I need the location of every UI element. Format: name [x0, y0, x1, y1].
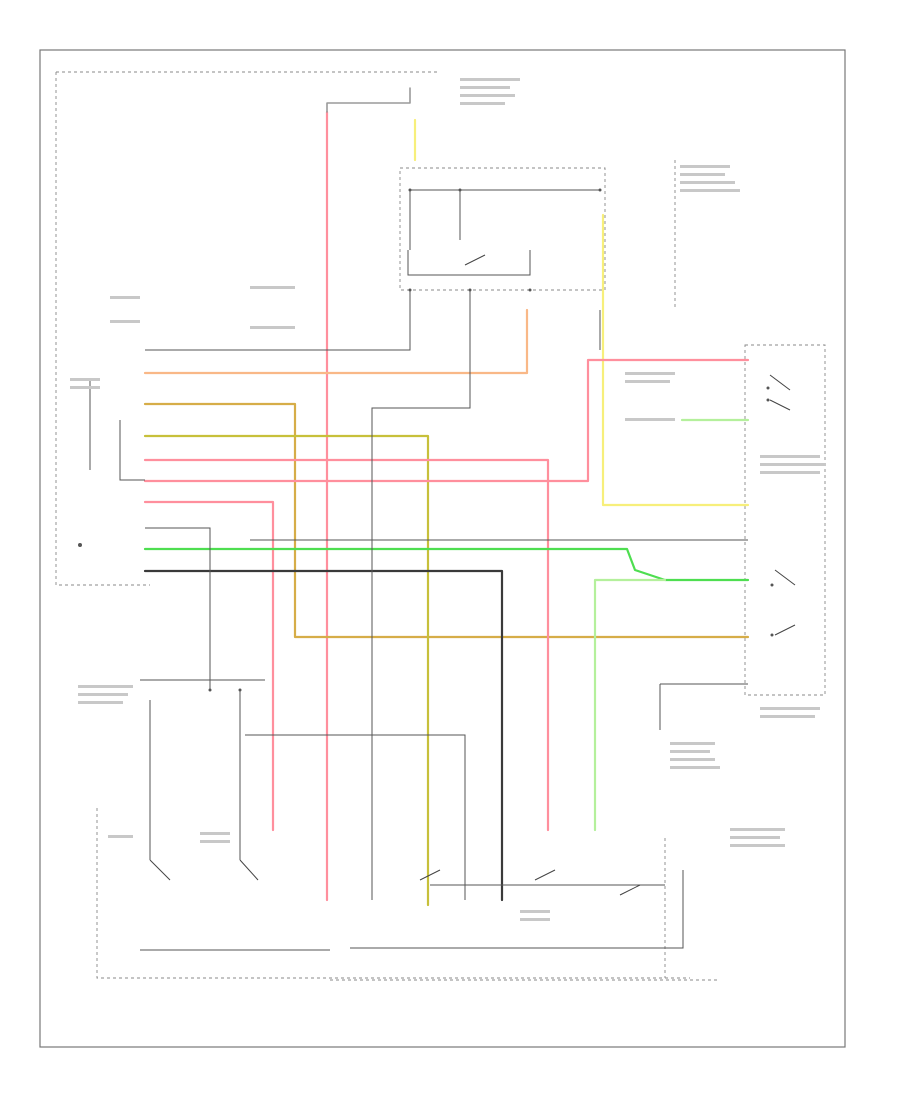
label-block [680, 189, 740, 192]
label-block [250, 286, 295, 289]
label-block [200, 832, 230, 835]
label-block [680, 173, 725, 176]
wire-grey-top [326, 87, 411, 113]
label-block [460, 86, 510, 89]
label-block [625, 372, 675, 375]
wire-yellow-vertical [601, 213, 750, 507]
pin [598, 188, 602, 192]
relay-contact-low [774, 569, 796, 586]
label-block [70, 386, 100, 389]
wire-orange [143, 308, 529, 375]
pin [238, 688, 242, 692]
label-block [78, 693, 128, 696]
switch-contacts [149, 254, 796, 896]
lower-mid-grey [245, 734, 466, 900]
thin-lines [89, 189, 748, 951]
pin [770, 583, 774, 587]
switch-contact-3 [419, 869, 441, 881]
label-block [760, 463, 825, 466]
pin [528, 288, 532, 292]
relay-contact-mid [769, 399, 791, 411]
label-block [670, 766, 720, 769]
left-module-connector [119, 420, 145, 481]
label-block [760, 455, 820, 458]
grey-wire-mid [371, 290, 471, 900]
label-block [110, 320, 140, 323]
label-block [108, 835, 133, 838]
junction-switch [464, 254, 486, 266]
pin [408, 188, 412, 192]
label-block [78, 701, 123, 704]
label-block [730, 828, 785, 831]
label-block [200, 840, 230, 843]
pin [208, 688, 212, 692]
wire-olive [143, 434, 430, 907]
label-block [625, 418, 675, 421]
relay-contact-bottom [774, 624, 796, 636]
ground-bar-right [350, 870, 684, 949]
label-block [730, 844, 785, 847]
wire-red-branch [143, 500, 275, 832]
relay-contact-top [769, 374, 791, 391]
switch-contact-4 [534, 869, 556, 881]
wire-green [143, 547, 750, 582]
label-block [250, 326, 295, 329]
relay-box-boundary [744, 344, 826, 696]
wire-light-green-lower [593, 578, 667, 832]
pin [78, 543, 82, 547]
label-block [520, 918, 550, 921]
dashed-boundaries [55, 71, 826, 981]
illegible-labels [70, 78, 825, 921]
switch-contact-5 [619, 884, 641, 896]
label-block [670, 758, 715, 761]
label-block [760, 471, 820, 474]
label-block [460, 102, 505, 105]
left-module-boundary [55, 71, 440, 586]
wire-dark [143, 569, 504, 902]
wire-pink-relay [143, 358, 750, 483]
label-block [110, 296, 140, 299]
pin [770, 633, 774, 637]
pin [468, 288, 472, 292]
pin [766, 398, 770, 402]
label-block [70, 378, 100, 381]
wires [143, 87, 750, 907]
label-block [670, 750, 710, 753]
switch-contact-2 [239, 859, 259, 881]
pin [766, 386, 770, 390]
wire-tan [143, 402, 750, 639]
grey-wire-junction-out [145, 290, 411, 351]
label-block [460, 78, 520, 81]
label-block [460, 94, 515, 97]
wire-red-mid [143, 458, 550, 832]
grey-wire-lower-a [145, 527, 211, 690]
label-block [760, 715, 815, 718]
label-block [680, 181, 735, 184]
junction-block-boundary [399, 167, 606, 291]
label-block [625, 380, 670, 383]
switch-contact-1 [149, 859, 171, 881]
label-block [670, 742, 715, 745]
label-block [730, 836, 780, 839]
label-block [760, 707, 820, 710]
diagram-frame [39, 49, 846, 1048]
junction-relay-coil [407, 250, 531, 276]
label-block [520, 910, 550, 913]
label-block [78, 685, 133, 688]
pin [458, 188, 462, 192]
lower-switch-boundary [96, 808, 690, 979]
label-block [680, 165, 730, 168]
connector-pins [78, 188, 774, 692]
pin [408, 288, 412, 292]
